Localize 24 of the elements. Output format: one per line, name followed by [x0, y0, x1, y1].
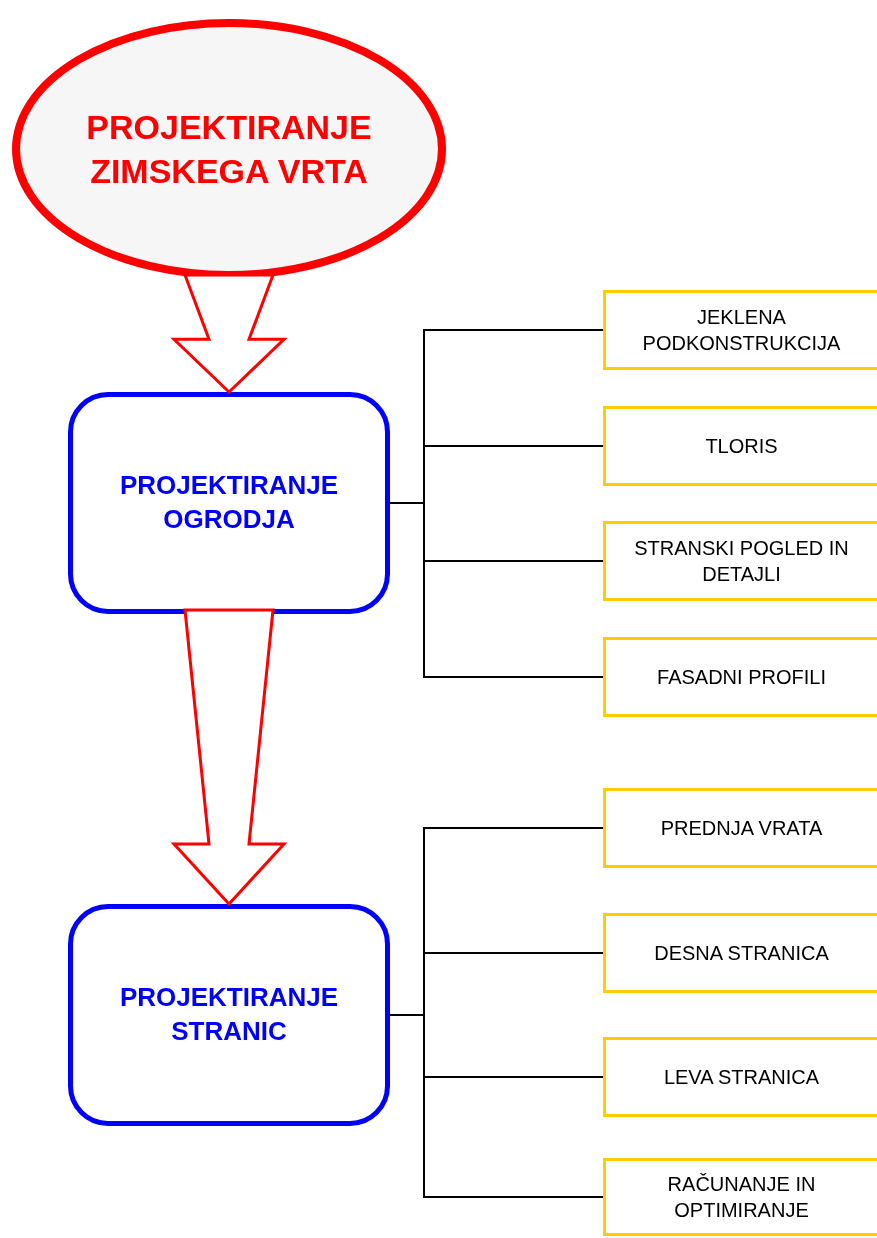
- task-box: [603, 521, 877, 601]
- node-label: DESNA STRANICA: [653, 941, 830, 966]
- task-box: [603, 1037, 877, 1117]
- block-arrow: [170, 608, 288, 907]
- task-box: [603, 913, 877, 993]
- node-label: FASADNI PROFILI: [656, 665, 827, 690]
- node-label: TLORIS: [704, 434, 779, 459]
- block-arrow: [170, 273, 288, 395]
- task-box: [603, 406, 877, 486]
- node-label: RAČUNANJE IN OPTIMIRANJE: [666, 1172, 817, 1223]
- node-label: JEKLENA PODKONSTRUKCIJA: [641, 305, 842, 356]
- node-label: PROJEKTIRANJE ZIMSKEGA VRTA: [85, 106, 373, 192]
- process-box: [68, 392, 390, 614]
- node-label: LEVA STRANICA: [662, 1065, 821, 1090]
- node-label: PROJEKTIRANJE STRANIC: [118, 981, 340, 1048]
- process-box: [68, 904, 390, 1126]
- node-label: STRANSKI POGLED IN DETAJLI: [633, 536, 850, 587]
- node-label: PREDNJA VRATA: [659, 816, 824, 841]
- task-box: [603, 1158, 877, 1236]
- task-box: [603, 637, 877, 717]
- task-box: [603, 788, 877, 868]
- title-ellipse: [12, 19, 446, 279]
- task-box: [603, 290, 877, 370]
- node-label: PROJEKTIRANJE OGRODJA: [118, 469, 340, 536]
